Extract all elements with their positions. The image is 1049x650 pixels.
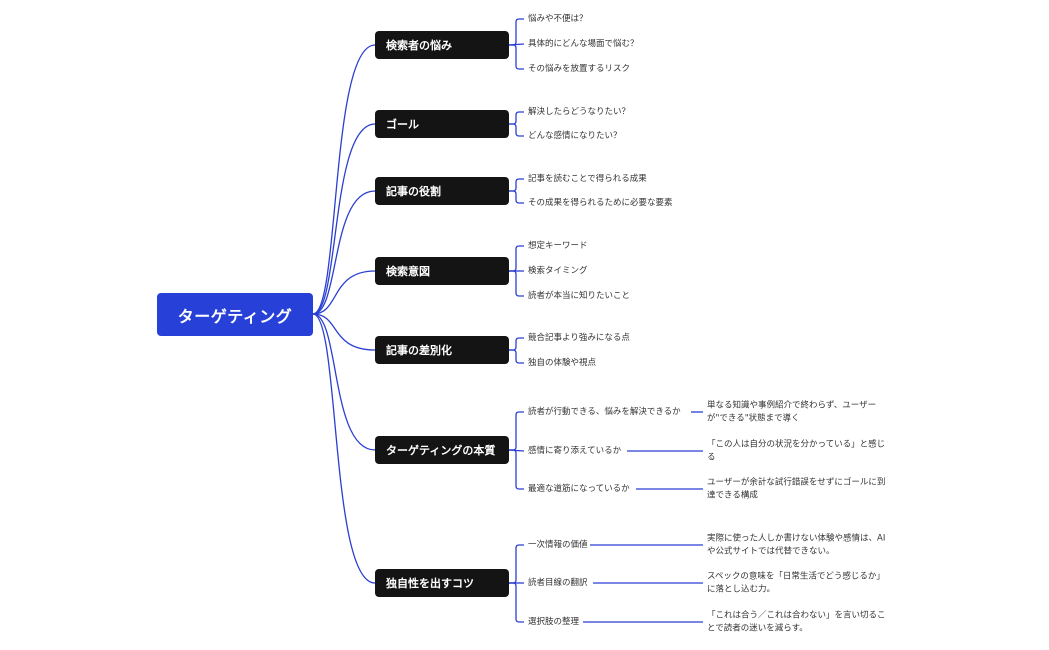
note-node[interactable]: 「これは合う／これは合わない」を言い切ることで読者の迷いを減らす。	[707, 610, 886, 634]
branch-node[interactable]: 検索意図	[375, 257, 509, 285]
branch-node[interactable]: ゴール	[375, 110, 509, 138]
note-node[interactable]: ユーザーが余計な試行錯誤をせずにゴールに到達できる構成	[707, 477, 886, 501]
branch-node[interactable]: 検索者の悩み	[375, 31, 509, 59]
leaf-node[interactable]: 想定キーワード	[528, 241, 588, 251]
branch-leaf-connector	[509, 123, 524, 137]
branch-leaf-connector	[509, 270, 524, 297]
root-branch-connector	[312, 313, 376, 584]
leaf-node[interactable]: その成果を得られるために必要な要素	[528, 198, 673, 208]
leaf-node[interactable]: 読者目線の翻訳	[528, 578, 588, 588]
branch-node[interactable]: 記事の差別化	[375, 336, 509, 364]
branch-node[interactable]: 記事の役割	[375, 177, 509, 205]
leaf-node[interactable]: 記事を読むことで得られる成果	[528, 174, 647, 184]
note-node[interactable]: 実際に使った人しか書けない体験や感情は、AIや公式サイトでは代替できない。	[707, 533, 886, 557]
leaf-node[interactable]: 悩みや不便は？	[528, 14, 588, 24]
leaf-node[interactable]: その悩みを放置するリスク	[528, 64, 631, 74]
leaf-node[interactable]: 読者が本当に知りたいこと	[528, 291, 631, 301]
branch-node[interactable]: 独自性を出すコツ	[375, 569, 509, 597]
leaf-node[interactable]: どんな感情になりたい？	[528, 131, 622, 141]
note-node[interactable]: スペックの意味を「日常生活でどう感じるか」に落とし込む力。	[707, 571, 885, 595]
root-branch-connector	[312, 270, 376, 315]
root-branch-connector	[312, 190, 376, 315]
leaf-node[interactable]: 検索タイミング	[528, 266, 588, 276]
leaf-node[interactable]: 選択肢の整理	[528, 617, 580, 627]
leaf-node[interactable]: 最適な道筋になっているか	[528, 484, 630, 494]
root-branch-connector	[312, 313, 376, 451]
root-branch-connector	[312, 123, 376, 315]
branch-node[interactable]: ターゲティングの本質	[375, 436, 509, 464]
branch-leaf-connector	[509, 190, 524, 204]
note-node[interactable]: 「この人は自分の状況を分かっている」と感じる	[707, 439, 886, 463]
leaf-node[interactable]: 読者が行動できる、悩みを解決できるか	[528, 407, 681, 417]
note-node[interactable]: 単なる知識や事例紹介で終わらず、ユーザーが"できる"状態まで導く	[707, 400, 877, 424]
root-node[interactable]: ターゲティング	[157, 293, 313, 336]
leaf-node[interactable]: 独自の体験や視点	[528, 358, 597, 368]
branch-leaf-connector	[509, 582, 524, 623]
branch-leaf-connector	[509, 44, 524, 70]
leaf-node[interactable]: 具体的にどんな場面で悩む？	[528, 39, 639, 49]
leaf-node[interactable]: 感情に寄り添えているか	[528, 446, 622, 456]
leaf-node[interactable]: 一次情報の価値	[528, 540, 588, 550]
branch-leaf-connector	[509, 349, 524, 364]
branch-leaf-connector	[509, 449, 524, 490]
leaf-node[interactable]: 競合記事より強みになる点	[528, 333, 630, 343]
leaf-node[interactable]: 解決したらどうなりたい？	[528, 107, 631, 117]
root-branch-connector	[312, 44, 376, 315]
root-branch-connector	[312, 313, 376, 351]
